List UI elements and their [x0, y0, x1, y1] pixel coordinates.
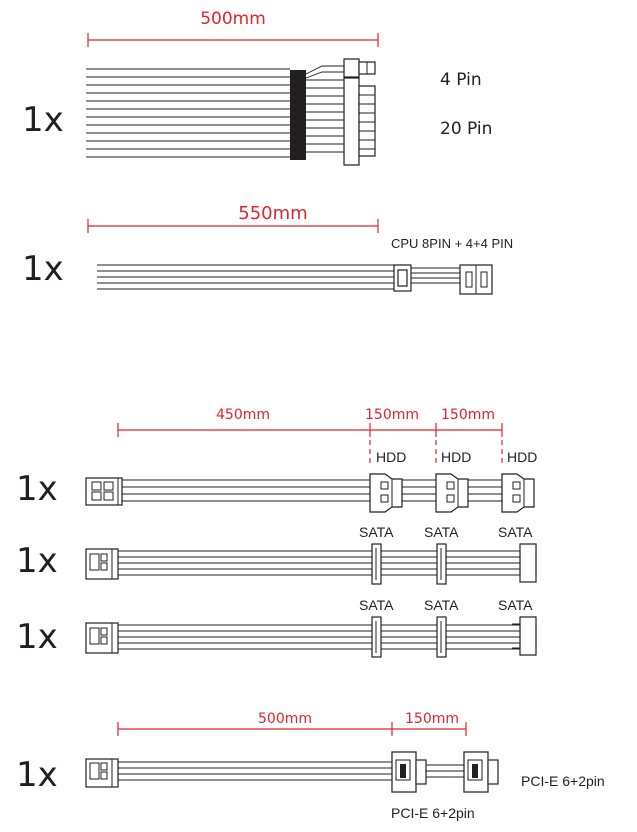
wire-bundle: [118, 550, 520, 576]
connector-label: 4 Pin: [440, 70, 482, 90]
length-label: 150mm: [365, 407, 419, 423]
cable-sleeve: [290, 70, 306, 160]
cable-pcie: 1x 500mm 150mm: [16, 711, 605, 821]
connector-cpu-4plus4: [459, 264, 493, 295]
connector-psu-side: [85, 477, 123, 506]
cable-cpu: 1x 550mm CPU 8PIN + 4+4: [22, 203, 513, 295]
connector-label: SATA: [359, 597, 394, 613]
quantity-label: 1x: [22, 100, 64, 140]
connector-label: 20 Pin: [440, 119, 492, 139]
connector-label: HDD: [441, 449, 471, 465]
dimension-line: [87, 33, 379, 47]
wire-bundle: [97, 264, 460, 290]
connector-4pin: [343, 58, 376, 78]
quantity-label: 1x: [16, 755, 58, 795]
connector-sata: [371, 543, 382, 585]
wire-bundle: [118, 624, 520, 650]
cable-hdd: 1x 450mm 150mm 150mm: [16, 407, 537, 513]
connector-sata: [436, 543, 447, 585]
connector-label: CPU 8PIN + 4+4 PIN: [391, 236, 513, 251]
length-label: 500mm: [258, 711, 312, 727]
connector-20pin: [343, 77, 376, 166]
connector-pcie: [391, 751, 427, 793]
connector-sata: [371, 616, 382, 658]
connector-pcie: [463, 751, 499, 793]
connector-label: SATA: [424, 524, 459, 540]
cable-main-power: 1x 500mm: [22, 9, 492, 166]
wire-bundle: [118, 761, 464, 781]
connector-label: SATA: [424, 597, 459, 613]
connector-molex: [435, 473, 469, 513]
wire-bundle: [86, 65, 344, 158]
connector-sata-end: [512, 616, 537, 656]
connector-label: SATA: [498, 597, 533, 613]
connector-label: PCI-E 6+2pin: [391, 805, 475, 821]
dimension-line: [117, 722, 467, 736]
connector-molex: [501, 473, 535, 513]
length-label: 450mm: [216, 407, 270, 423]
connector-sata-end: [512, 543, 537, 583]
quantity-label: 1x: [16, 469, 58, 509]
cable-sata: 1x SATA SATA SATA: [16, 597, 537, 658]
connector-sata: [436, 616, 447, 658]
connector-label: PCI-E 6+2pin: [521, 773, 605, 789]
connector-psu-side: [85, 622, 119, 654]
connector-psu-side: [85, 548, 119, 580]
cable-sata: 1x SATA SATA SATA: [16, 524, 537, 585]
connector-label: HDD: [376, 449, 406, 465]
quantity-label: 1x: [16, 617, 58, 657]
length-label: 500mm: [200, 9, 266, 29]
quantity-label: 1x: [16, 541, 58, 581]
connector-label: HDD: [507, 449, 537, 465]
wire-bundle: [122, 479, 530, 502]
length-label: 150mm: [405, 711, 459, 727]
length-label: 150mm: [441, 407, 495, 423]
length-label: 550mm: [238, 203, 307, 224]
dimension-line: [87, 219, 379, 233]
connector-label: SATA: [498, 524, 533, 540]
connector-label: SATA: [359, 524, 394, 540]
quantity-label: 1x: [22, 249, 64, 289]
dimension-line: [117, 423, 503, 466]
connector-cpu-8pin: [393, 264, 412, 292]
connector-molex: [369, 473, 403, 513]
connector-psu-side: [85, 758, 119, 788]
